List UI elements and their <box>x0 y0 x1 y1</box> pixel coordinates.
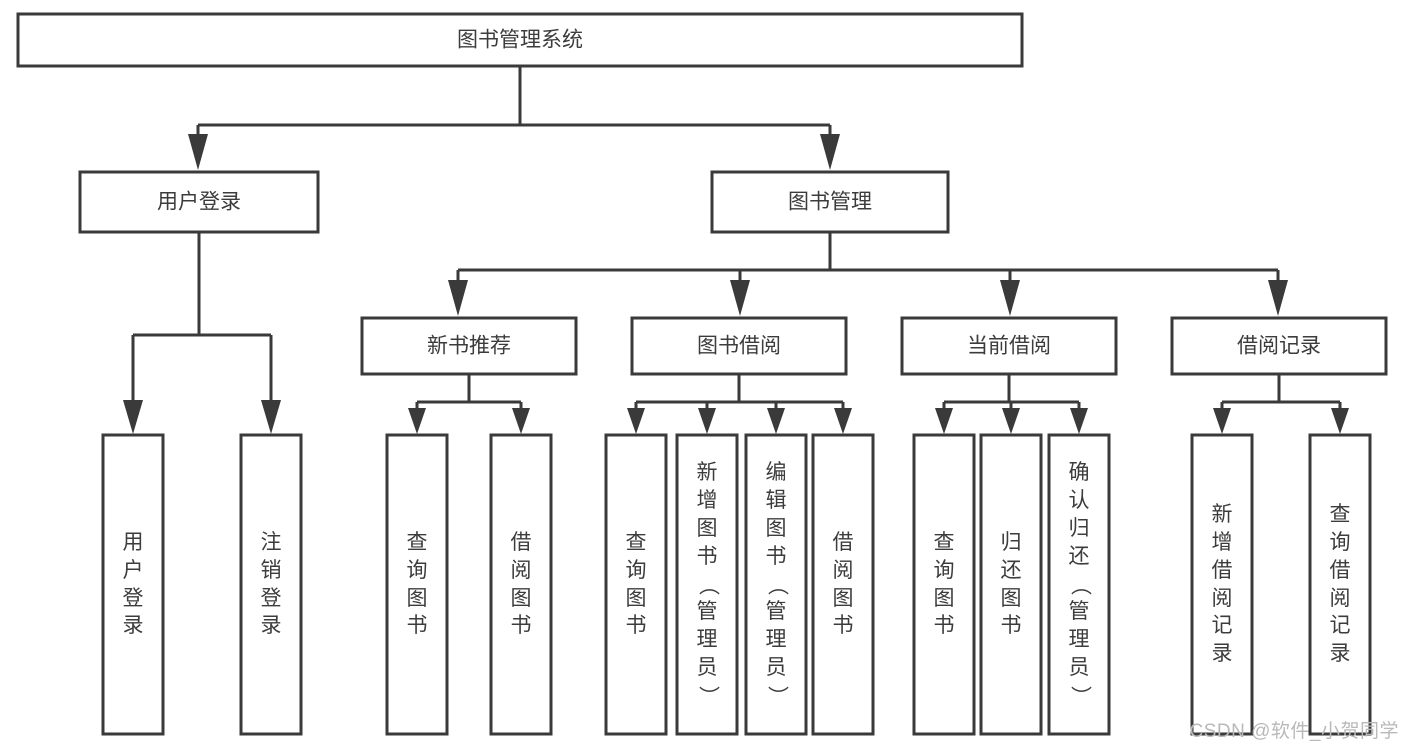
arrow-head-icon <box>188 134 208 170</box>
arrow-head-icon <box>698 408 716 434</box>
node-borrow-record[interactable]: 借阅记录 <box>1170 316 1388 376</box>
node-root[interactable]: 图书管理系统 <box>16 12 1024 68</box>
arrow-head-icon <box>261 400 281 434</box>
node-book-management[interactable]: 图书管理 <box>710 170 950 234</box>
leaf-box-query-book-3[interactable] <box>912 433 976 736</box>
watermark-text: CSDN @软件_小贺同学 <box>1189 721 1399 742</box>
connector-book-borrow-to-leaves <box>627 374 852 434</box>
node-borrow-record-label: 借阅记录 <box>1237 335 1321 358</box>
arrow-head-icon <box>1070 408 1088 434</box>
leaf-box-logout[interactable] <box>239 433 303 736</box>
node-root-label: 图书管理系统 <box>457 29 583 52</box>
leaf-box-add-book[interactable] <box>675 433 739 736</box>
arrow-head-icon <box>730 280 750 316</box>
arrow-head-icon <box>627 408 645 434</box>
leaf-box-borrow-book-2[interactable] <box>811 433 875 736</box>
node-user-login[interactable]: 用户登录 <box>78 170 320 234</box>
connector-book-management-to-level3 <box>448 232 1288 316</box>
arrow-head-icon <box>1002 408 1020 434</box>
node-new-book-recommend-box[interactable] <box>360 316 578 376</box>
node-new-book-recommend[interactable]: 新书推荐 <box>360 316 578 376</box>
connector-current-borrow-to-leaves <box>935 374 1088 434</box>
arrow-head-icon <box>767 408 785 434</box>
node-book-borrow-label: 图书借阅 <box>697 335 781 358</box>
connector-root-to-level2 <box>188 66 840 170</box>
leaf-box-return-book[interactable] <box>979 433 1043 736</box>
node-root-box[interactable] <box>16 12 1024 68</box>
leaf-box-edit-book[interactable] <box>744 433 808 736</box>
leaf-box-query-borrow-record[interactable] <box>1308 433 1372 736</box>
arrow-head-icon <box>408 408 426 434</box>
node-new-book-recommend-label: 新书推荐 <box>427 335 511 358</box>
node-book-management-label: 图书管理 <box>788 191 872 214</box>
connector-new-book-recommend-to-leaves <box>408 374 530 434</box>
leaf-box-query-book-2[interactable] <box>604 433 668 736</box>
arrow-head-icon <box>1268 280 1288 316</box>
arrow-head-icon <box>123 400 143 434</box>
leaf-box-confirm-return[interactable] <box>1047 433 1111 736</box>
connector-borrow-record-to-leaves <box>1213 374 1349 434</box>
leaf-box-add-borrow-record[interactable] <box>1190 433 1254 736</box>
arrow-head-icon <box>935 408 953 434</box>
node-current-borrow[interactable]: 当前借阅 <box>900 316 1118 376</box>
arrow-head-icon <box>512 408 530 434</box>
leaf-box-borrow-book-1[interactable] <box>489 433 553 736</box>
node-current-borrow-label: 当前借阅 <box>967 335 1051 358</box>
arrow-head-icon <box>448 280 468 316</box>
node-user-login-label: 用户登录 <box>157 191 241 214</box>
node-book-borrow[interactable]: 图书借阅 <box>630 316 848 376</box>
arrow-head-icon <box>1331 408 1349 434</box>
leaf-box-user-login[interactable] <box>101 433 165 736</box>
node-current-borrow-box[interactable] <box>900 316 1118 376</box>
node-book-borrow-box[interactable] <box>630 316 848 376</box>
arrow-head-icon <box>1213 408 1231 434</box>
connector-user-login-to-leaves <box>123 232 281 434</box>
arrow-head-icon <box>834 408 852 434</box>
node-borrow-record-box[interactable] <box>1170 316 1388 376</box>
node-book-management-box[interactable] <box>710 170 950 234</box>
arrow-head-icon <box>820 134 840 170</box>
leaf-box-query-book-1[interactable] <box>385 433 449 736</box>
arrow-head-icon <box>1000 280 1020 316</box>
